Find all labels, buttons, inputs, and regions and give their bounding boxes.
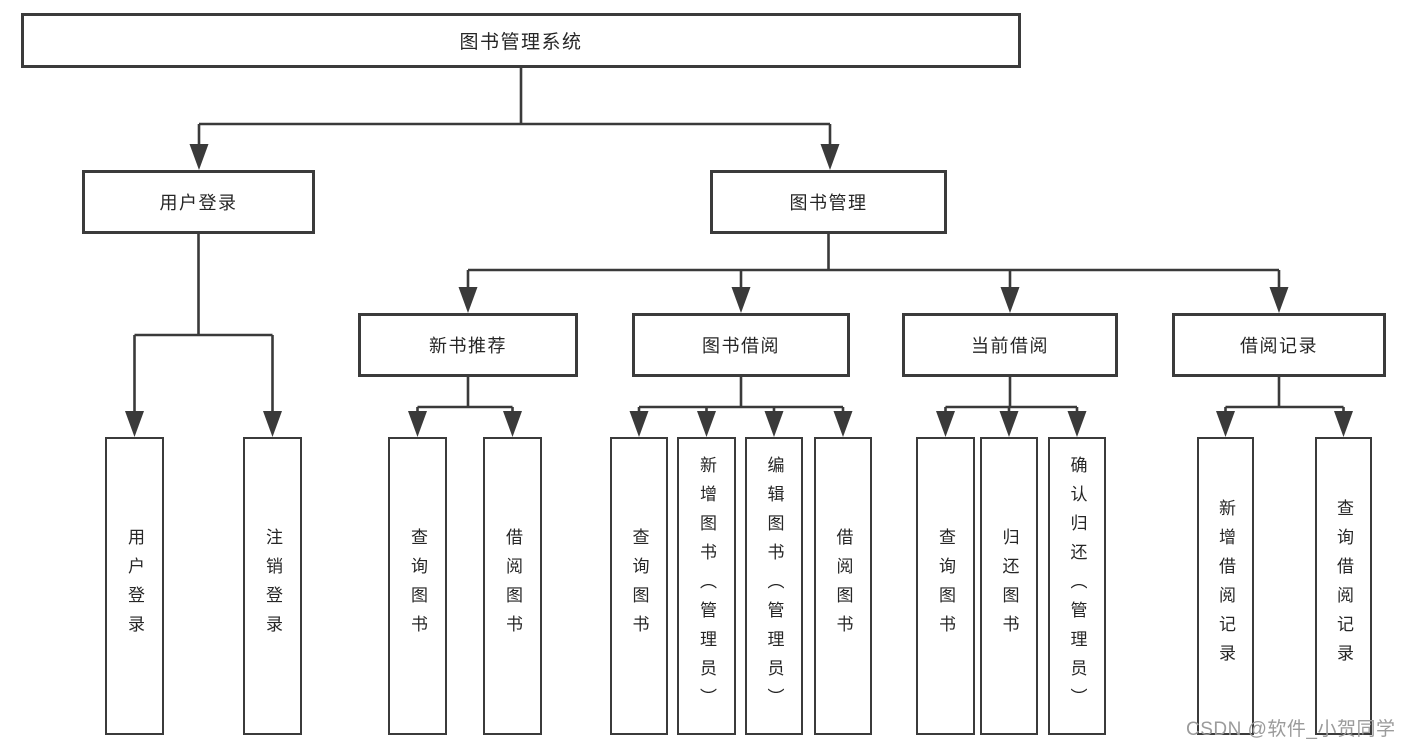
leaf-edit-book-admin: 编辑图书（管理员） bbox=[745, 437, 803, 735]
csdn-watermark: CSDN @软件_小贺同学 bbox=[1186, 719, 1396, 740]
leaf-confirm-return-admin: 确认归还（管理员） bbox=[1048, 437, 1106, 735]
node-book-borrow: 图书借阅 bbox=[632, 313, 850, 377]
leaf-logout: 注销登录 bbox=[243, 437, 302, 735]
leaf-return-book: 归还图书 bbox=[980, 437, 1038, 735]
connector-book-management-children bbox=[458, 234, 1289, 313]
leaf-borrow-book: 借阅图书 bbox=[814, 437, 872, 735]
connector-new-book-recommend-children bbox=[408, 377, 522, 437]
leaf-query-book-recommend: 查询图书 bbox=[388, 437, 447, 735]
connector-book-borrow-children bbox=[629, 377, 853, 437]
node-root-system: 图书管理系统 bbox=[21, 13, 1021, 68]
leaf-user-login: 用户登录 bbox=[105, 437, 164, 735]
leaf-query-book-current: 查询图书 bbox=[916, 437, 975, 735]
connector-user-login-children bbox=[125, 234, 282, 437]
leaf-add-book-admin: 新增图书（管理员） bbox=[677, 437, 736, 735]
node-current-borrow: 当前借阅 bbox=[902, 313, 1118, 377]
node-book-management: 图书管理 bbox=[710, 170, 947, 234]
leaf-query-borrow-record: 查询借阅记录 bbox=[1315, 437, 1372, 735]
node-new-book-recommend: 新书推荐 bbox=[358, 313, 578, 377]
leaf-add-borrow-record: 新增借阅记录 bbox=[1197, 437, 1254, 735]
leaf-borrow-book-recommend: 借阅图书 bbox=[483, 437, 542, 735]
connector-current-borrow-children bbox=[936, 377, 1087, 437]
connector-borrow-records-children bbox=[1216, 377, 1353, 437]
node-user-login: 用户登录 bbox=[82, 170, 315, 234]
connector-root-to-level2 bbox=[189, 68, 840, 170]
leaf-query-book-borrow: 查询图书 bbox=[610, 437, 668, 735]
node-borrow-records: 借阅记录 bbox=[1172, 313, 1386, 377]
